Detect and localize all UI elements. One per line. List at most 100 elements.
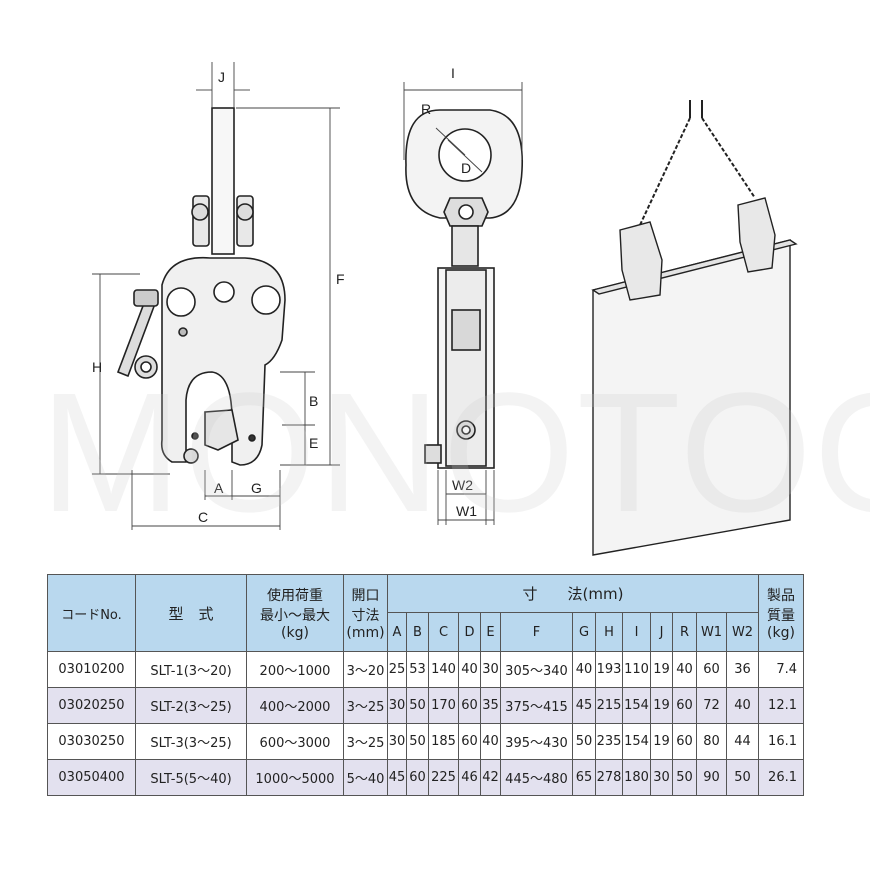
cell-b: 53 (406, 651, 429, 688)
table-header-row-2: A B C D E F G H I J R W1 W2 (48, 612, 804, 652)
header-dim-c: C (428, 612, 459, 652)
cell-model: SLT-3(3～25) (135, 723, 247, 760)
spec-table: コードNo. 型 式 使用荷重 最小～最大 (kg) 開口 寸法 (mm) 寸 … (47, 574, 804, 796)
header-dim-f: F (500, 612, 573, 652)
usage-illustration (591, 100, 798, 556)
table-row: 03030250 SLT-3(3～25) 600～3000 3～25 30 50… (47, 723, 804, 760)
front-view-clamp (116, 107, 286, 466)
cell-opening: 3～25 (343, 723, 388, 760)
cell-h: 278 (595, 759, 623, 796)
cell-load: 400～2000 (246, 687, 344, 724)
header-dim-w2: W2 (726, 612, 759, 652)
svg-text:A: A (214, 480, 224, 496)
cell-f: 305～340 (500, 651, 573, 688)
cell-b: 50 (406, 723, 429, 760)
cell-f: 395～430 (500, 723, 573, 760)
header-dim-i: I (622, 612, 651, 652)
cell-i: 154 (622, 687, 651, 724)
cell-d: 46 (458, 759, 481, 796)
cell-code: 03030250 (47, 723, 136, 760)
cell-a: 30 (387, 723, 407, 760)
cell-a: 45 (387, 759, 407, 796)
header-dim-a: A (387, 612, 407, 652)
svg-text:G: G (251, 480, 262, 496)
cell-weight: 7.4 (758, 651, 804, 688)
cell-h: 235 (595, 723, 623, 760)
cell-w1: 80 (696, 723, 727, 760)
cell-b: 50 (406, 687, 429, 724)
cell-w2: 50 (726, 759, 759, 796)
cell-load: 200～1000 (246, 651, 344, 688)
cell-w2: 44 (726, 723, 759, 760)
cell-load: 1000～5000 (246, 759, 344, 796)
table-row: 03020250 SLT-2(3～25) 400～2000 3～25 30 50… (47, 687, 804, 724)
header-dim-r: R (672, 612, 697, 652)
header-dim-g: G (572, 612, 596, 652)
dimension-labels: J F H B E A G C I R D W2 W1 (92, 65, 477, 525)
svg-text:B: B (309, 393, 318, 409)
cell-r: 60 (672, 723, 697, 760)
cell-w2: 40 (726, 687, 759, 724)
cell-model: SLT-5(5～40) (135, 759, 247, 796)
cell-i: 154 (622, 723, 651, 760)
cell-model: SLT-1(3～20) (135, 651, 247, 688)
cell-a: 30 (387, 687, 407, 724)
cell-opening: 3～25 (343, 687, 388, 724)
table-row: 03010200 SLT-1(3～20) 200～1000 3～20 25 53… (47, 651, 804, 688)
cell-opening: 5～40 (343, 759, 388, 796)
cell-e: 30 (480, 651, 501, 688)
side-dimension-lines (403, 82, 523, 525)
cell-f: 375～415 (500, 687, 573, 724)
cell-d: 60 (458, 687, 481, 724)
header-code: コードNo. (47, 574, 136, 652)
cell-w1: 90 (696, 759, 727, 796)
cell-f: 445～480 (500, 759, 573, 796)
side-view-clamp (405, 109, 524, 469)
cell-j: 19 (650, 687, 673, 724)
svg-text:C: C (198, 509, 208, 525)
header-dim-d: D (458, 612, 481, 652)
svg-text:F: F (336, 271, 345, 287)
cell-j: 19 (650, 723, 673, 760)
cell-c: 140 (428, 651, 459, 688)
cell-h: 215 (595, 687, 623, 724)
technical-drawings: J F H B E A G C I R D W2 W1 (92, 62, 798, 556)
cell-weight: 26.1 (758, 759, 804, 796)
svg-text:W1: W1 (456, 503, 477, 519)
cell-weight: 12.1 (758, 687, 804, 724)
cell-d: 60 (458, 723, 481, 760)
cell-weight: 16.1 (758, 723, 804, 760)
cell-r: 40 (672, 651, 697, 688)
cell-i: 110 (622, 651, 651, 688)
header-dimensions: 寸 法(mm) (387, 574, 759, 613)
cell-g: 65 (572, 759, 596, 796)
svg-text:W2: W2 (452, 477, 473, 493)
cell-w1: 60 (696, 651, 727, 688)
cell-r: 60 (672, 687, 697, 724)
header-dim-h: H (595, 612, 623, 652)
cell-c: 225 (428, 759, 459, 796)
cell-code: 03020250 (47, 687, 136, 724)
cell-w2: 36 (726, 651, 759, 688)
cell-g: 40 (572, 651, 596, 688)
svg-text:R: R (421, 101, 431, 117)
cell-e: 42 (480, 759, 501, 796)
svg-text:J: J (218, 69, 225, 85)
cell-e: 40 (480, 723, 501, 760)
header-model: 型 式 (135, 574, 247, 652)
header-opening: 開口 寸法 (mm) (343, 574, 388, 652)
cell-j: 30 (650, 759, 673, 796)
cell-h: 193 (595, 651, 623, 688)
cell-c: 185 (428, 723, 459, 760)
cell-load: 600～3000 (246, 723, 344, 760)
front-dimension-lines (92, 62, 340, 530)
cell-a: 25 (387, 651, 407, 688)
cell-c: 170 (428, 687, 459, 724)
cell-i: 180 (622, 759, 651, 796)
header-dim-w1: W1 (696, 612, 727, 652)
cell-model: SLT-2(3～25) (135, 687, 247, 724)
header-dim-e: E (480, 612, 501, 652)
header-load: 使用荷重 最小～最大 (kg) (246, 574, 344, 652)
cell-b: 60 (406, 759, 429, 796)
cell-j: 19 (650, 651, 673, 688)
